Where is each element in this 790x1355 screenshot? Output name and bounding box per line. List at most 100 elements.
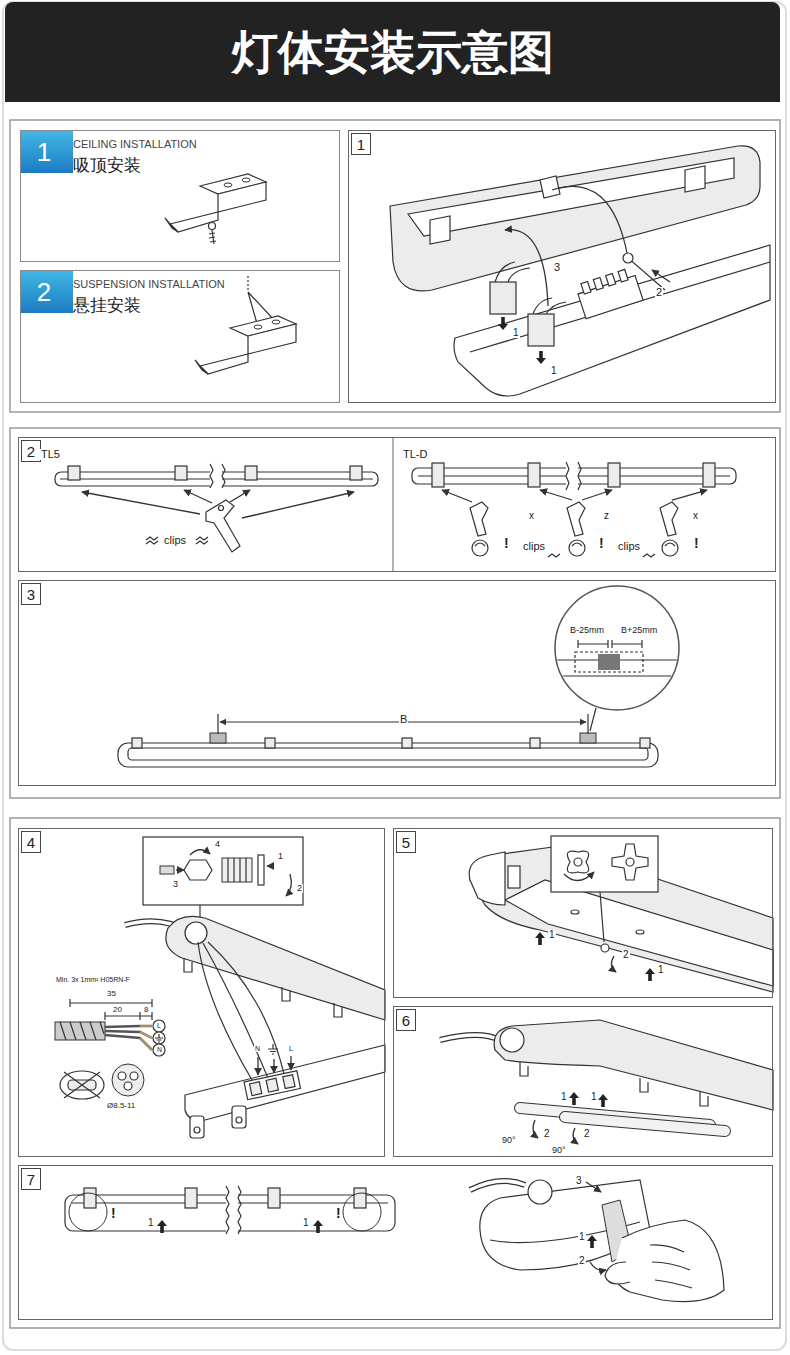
callout-label: 4 — [214, 840, 221, 849]
callout-label: 90° — [551, 1146, 567, 1155]
step4-wiring — [153, 1032, 165, 1044]
step6-tubes — [573, 1128, 578, 1144]
step3-spacing — [218, 714, 588, 734]
callout-label: 1 — [277, 852, 284, 861]
step4-wiring — [155, 1034, 163, 1042]
step2-clips — [703, 463, 715, 487]
step2-clips — [55, 438, 736, 571]
step1-fixture — [685, 166, 705, 192]
callout-label: z — [603, 511, 610, 521]
ceiling-bracket — [209, 230, 216, 244]
step4-wiring — [124, 1082, 132, 1090]
callout-label: 2 — [655, 287, 663, 298]
callout-label: 2 — [296, 884, 303, 893]
step1-fixture — [528, 314, 554, 346]
ceiling-bracket — [218, 182, 266, 212]
card-caption: 悬挂安装 — [73, 296, 141, 316]
step6-tubes — [520, 1062, 708, 1106]
step7-closing — [650, 1245, 692, 1288]
step3-spacing — [128, 748, 648, 760]
step1-fixture — [540, 176, 560, 198]
step4-wiring — [55, 1022, 105, 1040]
step4-wiring — [176, 869, 184, 870]
step2-clips — [665, 543, 675, 546]
suspension-bracket — [195, 316, 296, 374]
step3-spacing — [555, 586, 679, 710]
step-panel: 4 — [18, 828, 385, 1157]
step3-spacing — [132, 738, 142, 748]
step2-clips — [572, 543, 582, 546]
step2-clips — [472, 540, 488, 556]
step7-closing — [157, 1220, 167, 1233]
callout-label: 2 — [583, 1129, 591, 1139]
callout-label: ! — [598, 536, 605, 550]
install-card: SUSPENSION INSTALLATION悬挂安装2 — [20, 270, 340, 403]
step7-closing — [470, 1181, 525, 1190]
step2-clips — [219, 506, 224, 511]
step1-fixture — [652, 270, 670, 282]
step4-wiring — [60, 1071, 104, 1099]
step4-wiring — [130, 1072, 138, 1080]
callout-label: 1 — [548, 930, 556, 940]
step6-tubes — [440, 1035, 500, 1040]
step5-wingnut — [612, 844, 648, 880]
suspension-bracket — [195, 276, 296, 374]
step4-wiring — [185, 922, 207, 944]
step5-wingnut — [551, 836, 658, 892]
step4-wiring — [244, 1071, 301, 1100]
callout-label: B+25mm — [620, 626, 658, 635]
page-frame — [10, 120, 780, 412]
step4-wiring — [198, 942, 284, 1080]
step5-wingnut — [564, 872, 594, 881]
page-frame — [3, 2, 786, 1350]
step3-spacing — [118, 743, 658, 767]
suspension-bracket — [195, 360, 208, 374]
ceiling-bracket — [209, 223, 216, 230]
callout-label: clips — [617, 541, 641, 552]
callout-label: ! — [335, 1206, 342, 1220]
step4-wiring — [222, 858, 252, 882]
step2-clips — [470, 502, 488, 556]
step7-closing — [65, 1180, 724, 1302]
step3-spacing — [210, 733, 226, 743]
callout-label: x — [692, 511, 699, 521]
callout-label: 1 — [302, 1218, 310, 1228]
step6-tubes — [598, 1094, 608, 1107]
step7-closing — [84, 1188, 96, 1208]
page-frame — [5, 2, 780, 102]
step5-wingnut — [508, 866, 520, 888]
step1-fixture — [454, 245, 770, 396]
install-card: CEILING INSTALLATION吸顶安装1 — [20, 130, 340, 262]
step2-clips — [528, 463, 540, 487]
callout-label: clips — [163, 535, 187, 546]
step4-wiring — [190, 850, 210, 855]
callout-label: x — [528, 511, 535, 521]
step2-clips — [582, 490, 612, 500]
callout-label: 1 — [560, 1092, 568, 1102]
step3-spacing — [640, 738, 650, 748]
step1-fixture — [408, 158, 734, 236]
ceiling-bracket — [242, 178, 250, 182]
callout-label: B-25mm — [569, 626, 605, 635]
step1-fixture — [575, 267, 643, 319]
step7-closing — [313, 1220, 323, 1233]
step5-wingnut — [571, 910, 579, 914]
step4-wiring — [228, 858, 246, 882]
step6-tubes — [500, 1028, 524, 1052]
step5-wingnut — [505, 880, 773, 986]
step1-fixture — [390, 146, 770, 396]
step7-closing — [268, 1188, 280, 1208]
step2-clips — [566, 462, 581, 490]
step5-wingnut — [611, 956, 616, 972]
suspension-bracket — [254, 325, 262, 329]
step2-clips — [660, 502, 678, 556]
step2-clips — [470, 502, 488, 536]
step3-spacing — [265, 738, 275, 748]
step4-wiring — [244, 1071, 301, 1100]
step3-spacing — [580, 733, 596, 743]
step2-clips — [567, 502, 585, 556]
step3-spacing — [530, 738, 540, 748]
step4-wiring — [283, 1075, 295, 1089]
step2-clips — [184, 490, 212, 503]
